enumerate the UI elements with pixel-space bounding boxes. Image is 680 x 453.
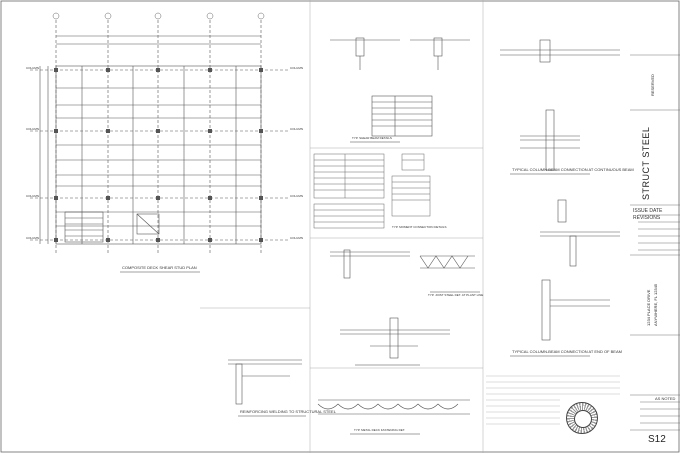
- scale-label: AS NOTED: [655, 396, 676, 401]
- detail-title-joist: TYP. JOIST STEEL DET. AT PLANT LINE: [428, 293, 484, 297]
- grid-label-right-1: COLUMN: [290, 66, 304, 70]
- detail-title-column-end: TYPICAL COLUMN-BEAM CONNECTION AT END OF…: [512, 349, 622, 354]
- discipline-title: STRUCT STEEL: [641, 126, 651, 200]
- grid-label-left-2: COLUMN: [26, 127, 40, 131]
- sheet-number: S12: [648, 434, 666, 445]
- detail-title-deck: TYP. METAL DECK FASTENING DET.: [354, 428, 406, 432]
- detail-title-shear: TYP. SHEAR BEAM DETAILS: [352, 136, 392, 140]
- detail-title-moment: TYP. MOMENT CONNECTION DETAILS: [392, 225, 447, 229]
- detail-title-rebar: REINFORCING WELDING TO STRUCTURAL STEEL: [240, 409, 336, 414]
- address-line-2: ANYWHERE, FL 12345: [653, 283, 658, 326]
- grid-label-left-3: COLUMN: [26, 194, 40, 198]
- grid-label-left-1: COLUMN: [26, 66, 40, 70]
- grid-label-right-3: COLUMN: [290, 194, 304, 198]
- grid-label-right-4: COLUMN: [290, 236, 304, 240]
- grid-label-right-2: COLUMN: [290, 127, 304, 131]
- reserved-label: RESERVED: [650, 74, 655, 96]
- grid-label-left-4: COLUMN: [26, 236, 40, 240]
- detail-title-column-continuous: TYPICAL COLUMN-BEAM CONNECTION AT CONTIN…: [512, 167, 634, 172]
- revisions-label: REVISIONS: [633, 215, 661, 221]
- plan-title: COMPOSITE DECK SHEAR STUD PLAN: [122, 265, 197, 270]
- address-line-1: 1234 PLACE DRIVE: [646, 289, 651, 326]
- engineer-seal: [566, 402, 598, 434]
- issue-date-label: ISSUE DATE: [633, 208, 663, 214]
